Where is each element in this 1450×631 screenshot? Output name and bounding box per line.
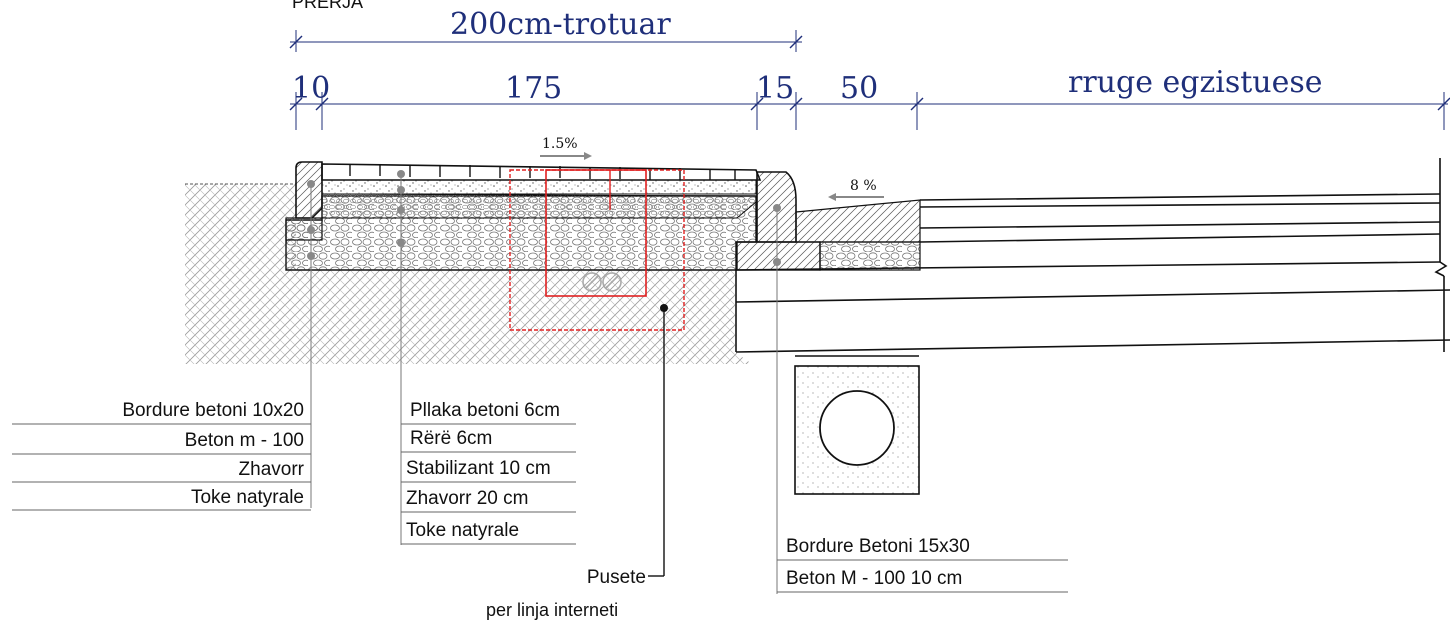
existing-road-layers	[735, 158, 1450, 353]
concrete-pavers	[321, 163, 762, 181]
dimension-seg4-label: 50	[840, 71, 878, 106]
slope-road-arrow	[828, 193, 884, 201]
left-curb	[295, 161, 323, 219]
note-left-1: Bordure betoni 10x20	[122, 400, 304, 421]
drawing-title: PRERJA	[292, 0, 363, 12]
note-middle-5: Toke natyrale	[406, 520, 519, 541]
note-middle-4: Zhavorr 20 cm	[406, 488, 528, 509]
dimension-seg1-label: 10	[292, 71, 330, 106]
note-middle-2: Rërë 6cm	[410, 428, 492, 449]
drainage-box	[794, 355, 920, 495]
leader-dots	[307, 170, 781, 266]
note-left-3: Zhavorr	[239, 459, 305, 480]
dimension-road-label: rruge egzistuese	[1068, 65, 1323, 100]
slope-sidewalk-arrow	[540, 152, 592, 160]
natural-soil-area	[185, 184, 752, 364]
road-gravel-base	[819, 241, 921, 271]
slope-road-label: 8 %	[850, 178, 877, 194]
note-right-2: Beton M - 100 10 cm	[786, 568, 962, 589]
note-underlines	[12, 423, 1068, 593]
slope-sidewalk-label: 1.5%	[542, 136, 578, 152]
note-right-1: Bordure Betoni 15x30	[786, 536, 970, 557]
dimension-total-label: 200cm-trotuar	[450, 7, 671, 42]
note-left-2: Beton m - 100	[185, 430, 304, 451]
left-curb-base	[285, 217, 323, 241]
internet-cable-icons	[582, 272, 622, 292]
note-left-4: Toke natyrale	[191, 487, 304, 508]
pusete-label: Pusete	[587, 567, 646, 588]
dimension-seg3-label: 15	[756, 71, 794, 106]
drainage-pipe	[819, 390, 895, 466]
pusete-sublabel: per linja interneti	[486, 600, 618, 620]
right-curb-base	[736, 241, 821, 271]
sand-layer	[321, 179, 757, 195]
road-asphalt-wedge	[795, 199, 921, 243]
pusete-outline	[509, 169, 685, 331]
note-middle-1: Pllaka betoni 6cm	[410, 400, 560, 421]
paver-joints	[349, 164, 736, 180]
stabilizer-layer	[321, 193, 757, 219]
dimension-lines	[289, 30, 1450, 130]
dimension-seg2-label: 175	[505, 71, 562, 106]
note-middle-3: Stabilizant 10 cm	[406, 458, 551, 479]
pusete-leader	[648, 304, 668, 577]
